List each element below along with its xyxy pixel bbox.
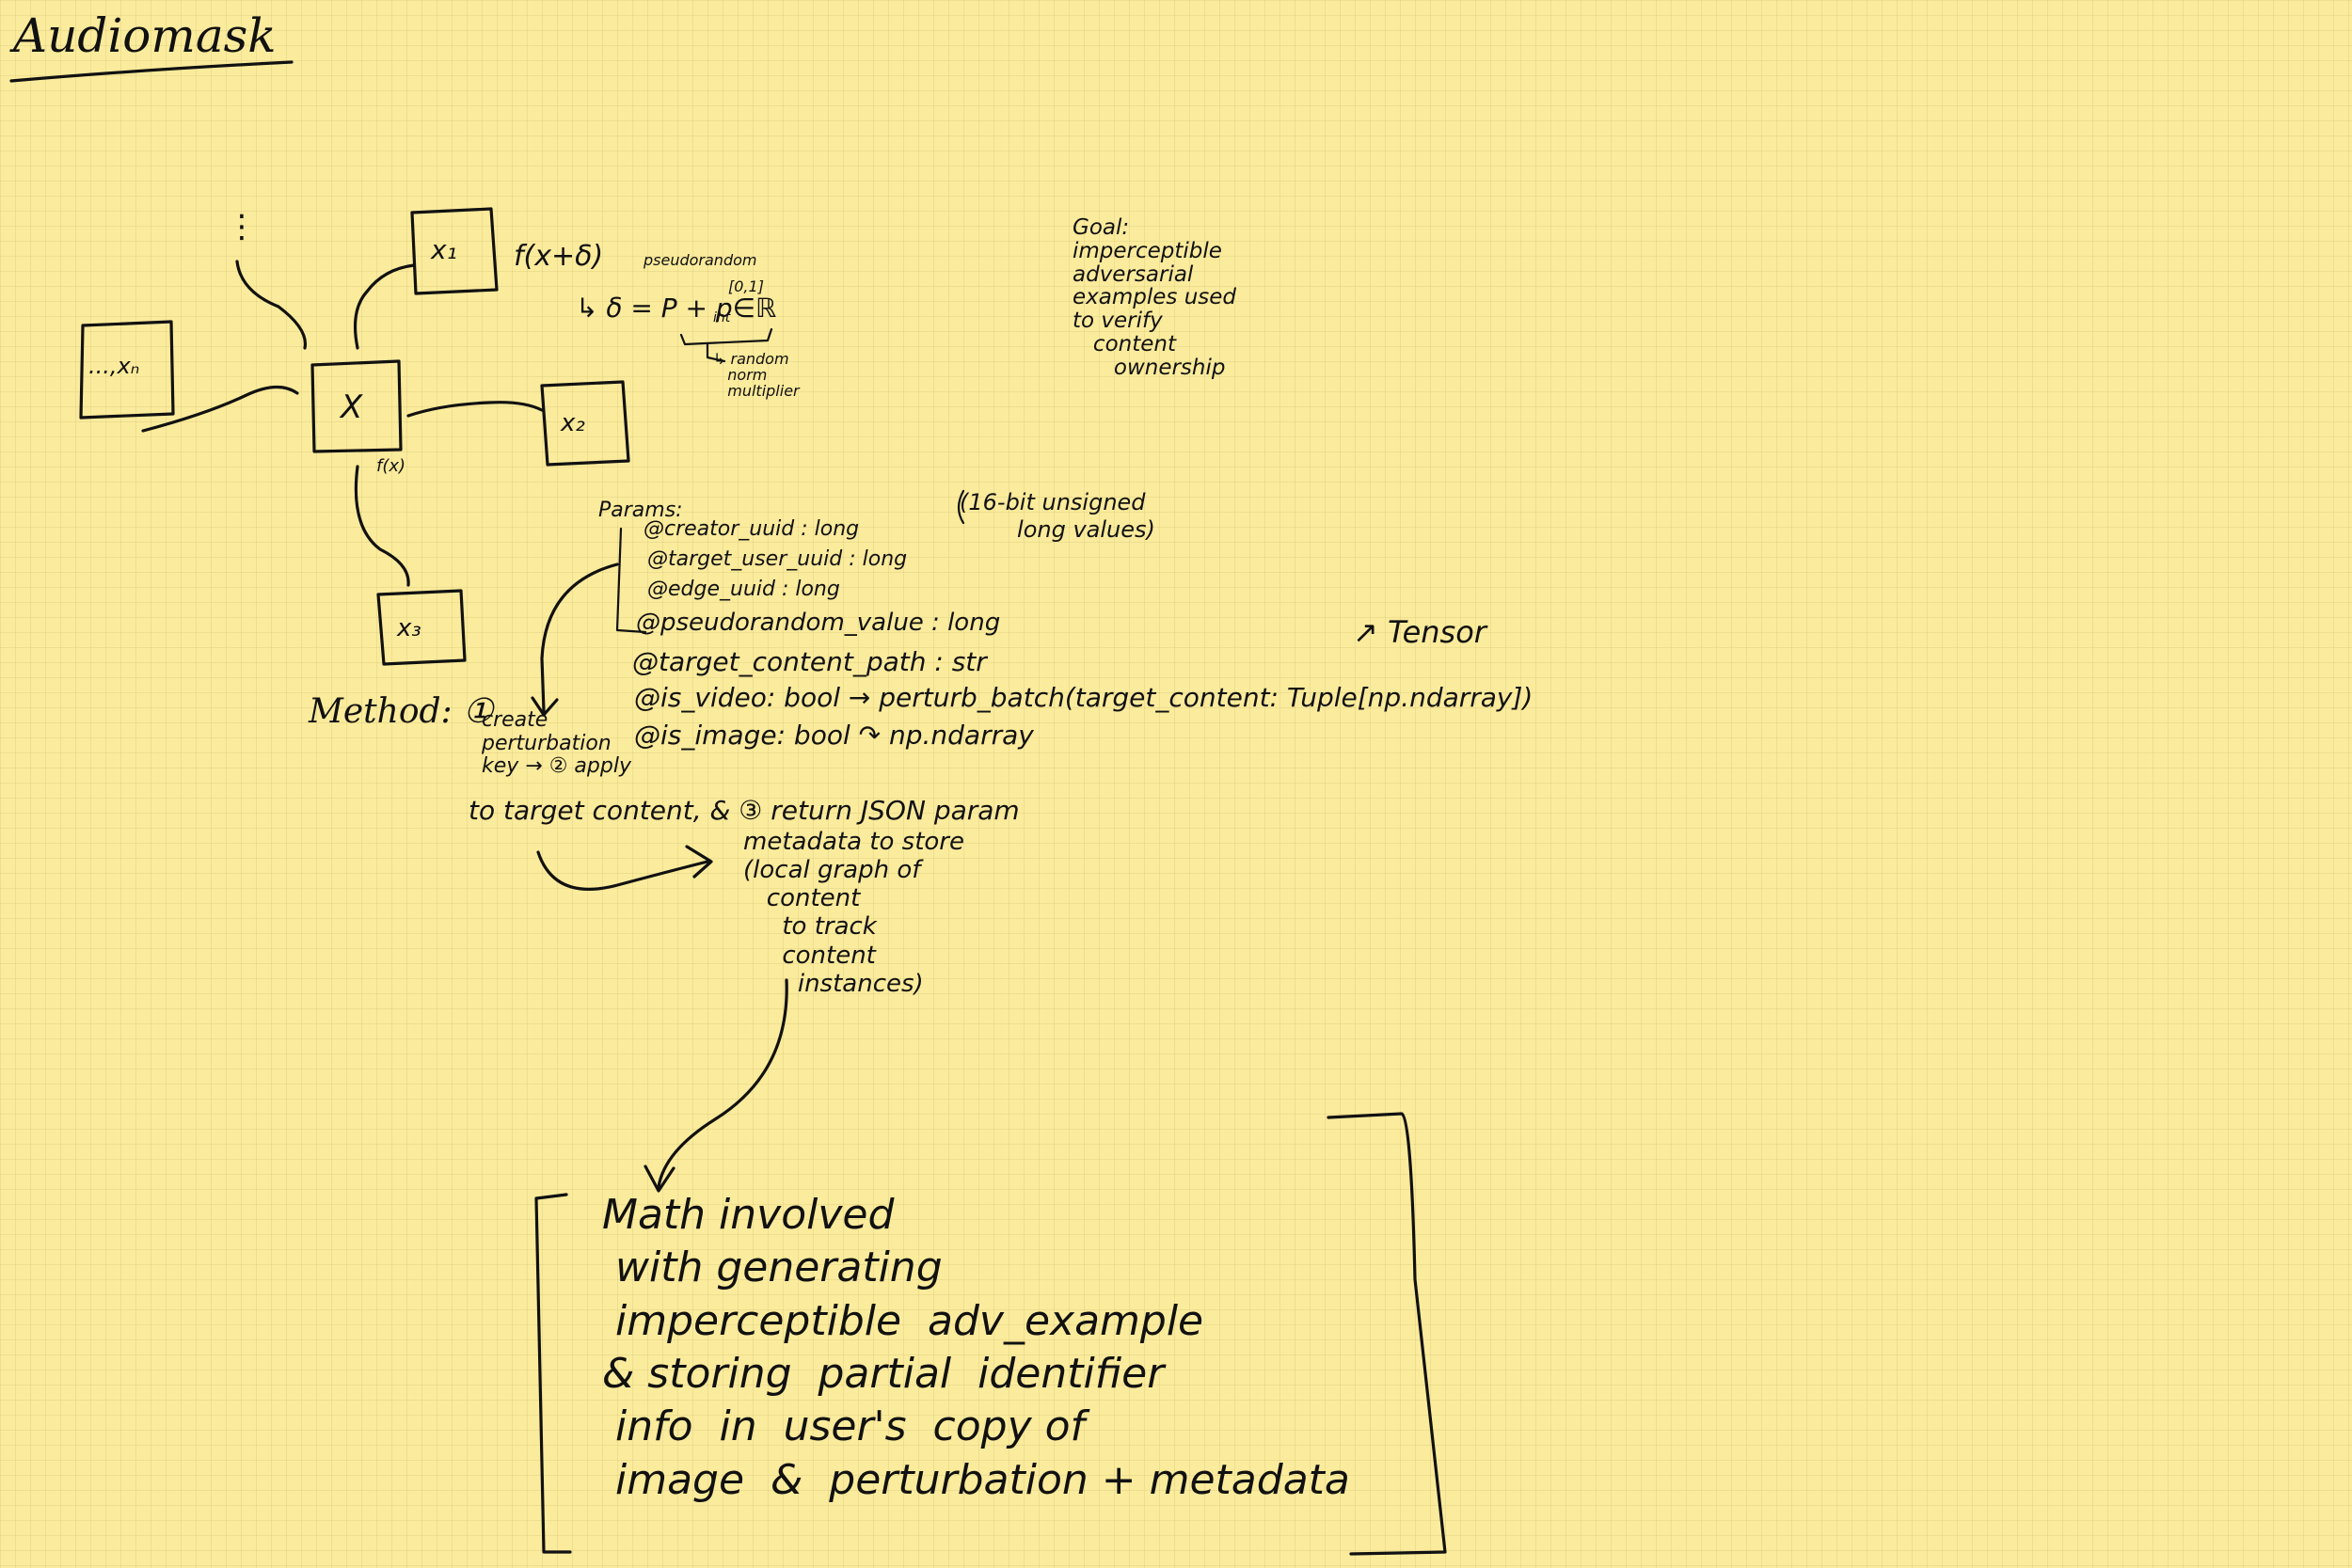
param-path: @target_content_path : str (632, 646, 987, 677)
page-title: Audiomask (13, 8, 277, 63)
box-center (310, 359, 403, 453)
method-metadata: metadata to store (local graph of conten… (743, 828, 964, 998)
node-x3: x₃ (397, 614, 421, 642)
param-image: @is_image: bool ↷ np.ndarray (634, 720, 1034, 751)
math-note: Math involved with generating impercepti… (602, 1191, 1350, 1504)
node-center-fn: f(x) (376, 456, 406, 476)
bits-note: (16-bit unsigned long values) (960, 489, 1155, 543)
box-x2 (540, 380, 630, 467)
math-arrow (657, 978, 788, 1189)
method-label: Method: ① (309, 692, 494, 731)
box-x3 (376, 589, 467, 666)
method-arrow-metadata-head (685, 845, 713, 879)
formula-range: [0,1] (728, 277, 764, 295)
connector-top (235, 260, 308, 350)
math-arrow-head (644, 1164, 675, 1193)
param-creator: @creator_uuid : long (644, 517, 860, 541)
param-target-user: @target_user_uuid : long (647, 547, 908, 571)
math-bracket-right (1327, 1112, 1447, 1556)
goal-note: Goal: imperceptible adversarial examples… (1073, 215, 1237, 380)
bits-bracket-left (957, 489, 965, 525)
connector-x3 (354, 465, 410, 587)
method-arrow-create-head (531, 696, 559, 717)
tensor-label: ↗ Tensor (1353, 614, 1486, 650)
node-center: X (341, 388, 363, 426)
formula-delta: ↳ δ = P + p∈ℝ (576, 293, 777, 324)
param-pseudorandom: @pseudorandom_value : long (636, 609, 1001, 637)
method-arrow-metadata (536, 850, 709, 892)
connector-x1 (353, 263, 416, 350)
method-arrow-create (540, 562, 619, 713)
params-bracket (615, 527, 647, 634)
title-underline (9, 60, 294, 83)
param-video: @is_video: bool → perturb_batch(target_c… (634, 682, 1534, 713)
math-bracket-left (534, 1193, 572, 1554)
formula-pseudorandom: pseudorandom (644, 251, 757, 269)
node-ellipsis: ⋮ (226, 208, 258, 245)
formula-int: int (713, 310, 731, 325)
param-edge: @edge_uuid : long (647, 578, 840, 601)
node-x1: x₁ (431, 234, 457, 265)
params-header: Params: (598, 499, 683, 522)
box-xn (79, 320, 175, 420)
connector-x2 (406, 401, 544, 418)
method-steps: create perturbation key → ② apply (482, 708, 631, 779)
formula-f: f(x+δ) (514, 240, 604, 273)
method-content: to target content, & ③ return JSON param (469, 795, 1020, 826)
node-xn: ...,xₙ (88, 353, 140, 379)
connector-xn (141, 385, 299, 433)
node-x2: x₂ (561, 409, 585, 437)
formula-note: ↳ random norm multiplier (713, 350, 800, 400)
formula-bracket (679, 327, 773, 346)
formula-arrow (706, 342, 726, 363)
